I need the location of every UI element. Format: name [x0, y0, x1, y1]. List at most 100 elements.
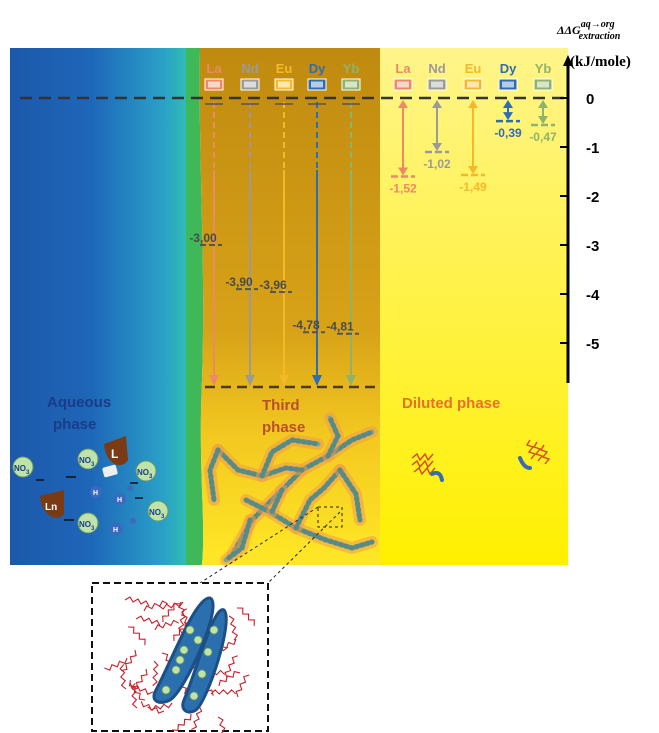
energy-value: -3,00	[189, 231, 217, 245]
arrow-head-icon	[432, 100, 442, 108]
element-marker-pattern	[208, 81, 220, 88]
alkyl-chain	[131, 668, 148, 690]
alkyl-chain	[173, 622, 191, 642]
nitrate-ion: NO3	[77, 448, 99, 470]
energy-value: -1,02	[423, 157, 451, 171]
arrow-head-icon	[503, 100, 513, 108]
polar-core-bead	[209, 625, 219, 635]
arrow-head-icon	[538, 100, 548, 108]
arrow-head-icon	[312, 375, 322, 386]
interface-band	[186, 48, 204, 565]
element-marker-pattern	[467, 81, 479, 88]
polar-core-bead	[175, 655, 185, 665]
proton: H	[90, 486, 102, 498]
arrow-head-icon	[346, 375, 356, 386]
zoom-line	[267, 511, 341, 584]
polar-core-bead	[161, 685, 171, 695]
diluted-monomers	[411, 439, 551, 482]
element-marker-pattern	[397, 81, 409, 88]
arrow-head-icon	[503, 112, 513, 121]
svg-text:Ln: Ln	[45, 502, 57, 513]
alkyl-chain	[140, 701, 165, 714]
axis-tick-label: -2	[586, 189, 599, 206]
reverse-micelle-chain	[181, 608, 228, 714]
energy-value: -3,90	[225, 275, 253, 289]
element-marker-pattern	[311, 81, 323, 88]
axis-unit: (kJ/mole)	[570, 54, 631, 70]
aggregate-beads	[325, 415, 341, 459]
element-symbol: Yb	[535, 61, 552, 76]
alkyl-chain	[224, 655, 239, 679]
nitrate-ion: NO3	[135, 460, 157, 482]
diluted-label: Diluted phase	[402, 395, 500, 412]
arrow-head-icon	[398, 100, 408, 108]
aggregate-network	[204, 412, 378, 566]
polar-core-bead	[203, 647, 213, 657]
element-marker-pattern	[502, 81, 514, 88]
aggregate-beads	[207, 447, 221, 503]
alkyl-chain	[143, 600, 168, 612]
svg-text:NO3: NO3	[79, 520, 95, 532]
axis-tick-label: 0	[586, 91, 594, 108]
alkyl-chain	[154, 619, 180, 631]
proton: H	[110, 523, 122, 535]
zoom-line	[199, 506, 319, 584]
svg-text:NO3: NO3	[79, 456, 95, 468]
element-marker-pattern	[537, 81, 549, 88]
nitrate-ion: NO3	[12, 456, 34, 478]
element-marker-pattern	[431, 81, 443, 88]
alkyl-chain	[135, 615, 161, 626]
energy-value: -3,96	[259, 278, 287, 292]
aggregate-beads	[243, 497, 375, 551]
element-symbol: Dy	[309, 61, 326, 76]
alkyl-chain	[152, 660, 159, 687]
arrow-head-icon	[398, 167, 408, 176]
nitrate-ion: NO3	[77, 512, 99, 534]
extractant-monomer	[411, 452, 444, 482]
element-marker-pattern	[244, 81, 256, 88]
energy-value: -4,78	[292, 318, 320, 332]
aqueous-label-line1: Aqueous	[47, 394, 111, 411]
alkyl-chain	[127, 626, 146, 646]
element-symbol: La	[206, 61, 222, 76]
polar-core-bead	[171, 665, 181, 675]
zoom-source-box	[317, 506, 343, 528]
svg-text:H: H	[93, 490, 98, 497]
aqueous-label-line2: phase	[53, 416, 96, 433]
metal-ion: Ln	[40, 490, 64, 518]
ligand-molecule: L	[104, 436, 128, 466]
alkyl-chain	[228, 615, 239, 641]
aqueous-species: NO3 NO3 NO3 NO3 NO3 L Ln H H H	[12, 436, 169, 535]
element-marker-pattern	[345, 81, 357, 88]
arrow-head-icon	[432, 142, 442, 151]
polar-core-bead	[189, 691, 199, 701]
alkyl-chain	[218, 670, 241, 687]
energy-axis: 0-1-2-3-4-5	[560, 55, 600, 383]
alkyl-chain	[235, 674, 250, 698]
extractant-monomer	[518, 439, 551, 470]
aggregate-beads	[293, 467, 343, 531]
arrow-head-icon	[279, 375, 289, 386]
polar-core-bead	[185, 625, 195, 635]
svg-text:NO3: NO3	[137, 468, 153, 480]
proton: H	[114, 493, 126, 505]
zoomed-aggregate	[104, 596, 255, 733]
alkyl-chain	[217, 716, 228, 733]
third-label-line2: phase	[262, 419, 305, 436]
third-label-line1: Third	[262, 397, 300, 414]
alkyl-chain	[121, 649, 137, 672]
aggregate-beads	[269, 487, 285, 515]
alkyl-chain	[236, 607, 255, 626]
alkyl-chain	[171, 713, 192, 731]
energy-value: -4,81	[326, 320, 354, 334]
aggregate-beads	[259, 437, 321, 479]
axis-tick-label: -3	[586, 238, 599, 255]
aggregate-beads	[223, 517, 253, 563]
axis-tick-label: -1	[586, 140, 599, 157]
svg-text:L: L	[111, 447, 118, 461]
nitrate-ion: NO3	[147, 500, 169, 522]
element-symbol: Nd	[428, 61, 445, 76]
